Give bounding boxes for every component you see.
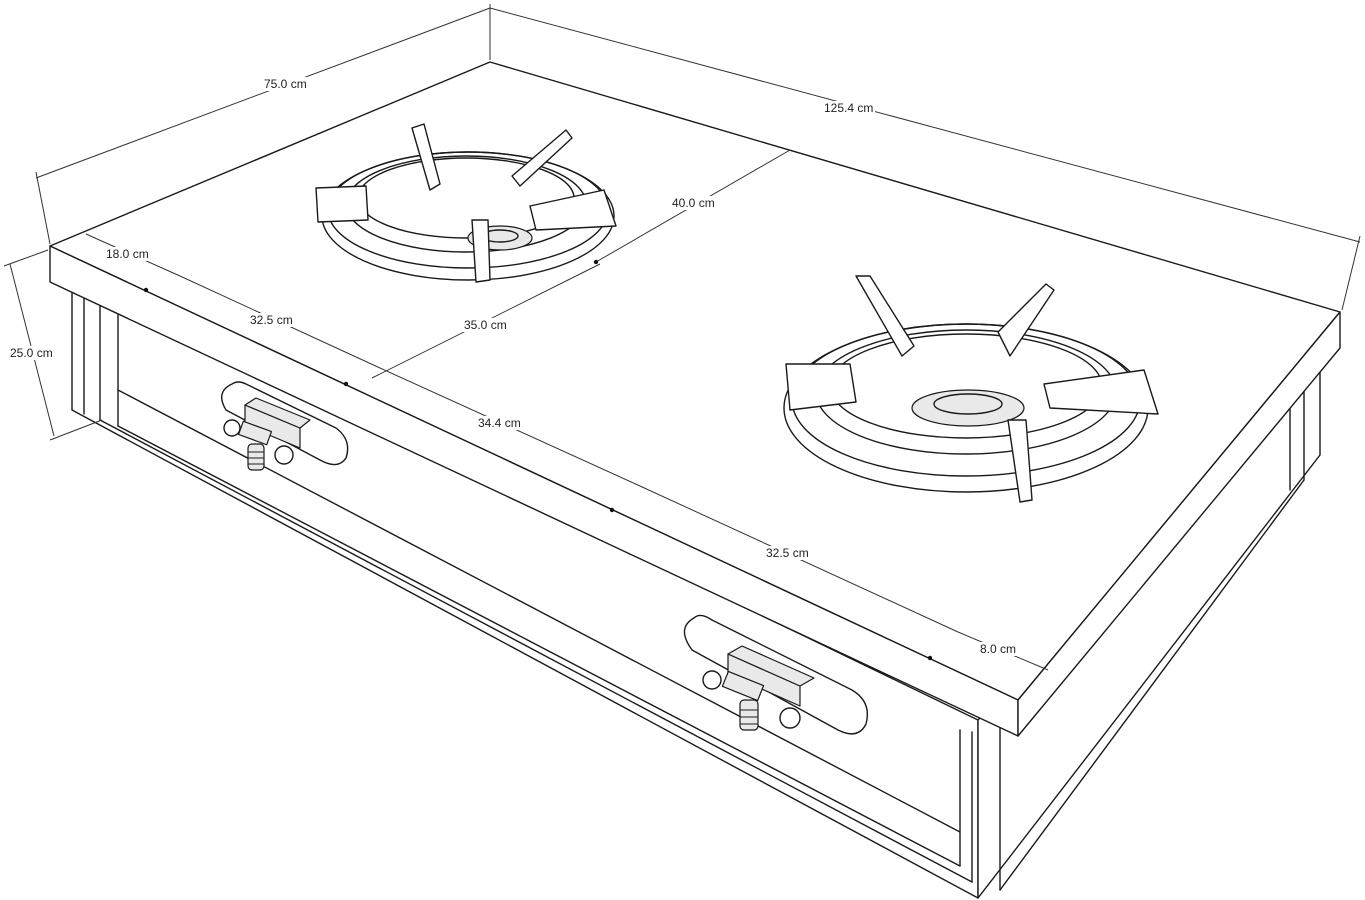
height-dimension-label: 25.0 cm	[8, 346, 55, 360]
right-burner-span-label: 32.5 cm	[764, 546, 811, 560]
burner-gap-label: 34.4 cm	[476, 416, 523, 430]
dimension-markers	[143, 259, 933, 661]
left-burner-span-label: 32.5 cm	[248, 313, 295, 327]
left-edge-offset-label: 18.0 cm	[104, 247, 151, 261]
control-panel-right	[683, 614, 869, 735]
width-dimension-label: 125.4 cm	[822, 101, 876, 115]
back-burner	[315, 123, 617, 283]
front-burner	[783, 275, 1159, 503]
control-panel-left	[220, 381, 349, 471]
depth-dimension-label: 75.0 cm	[262, 77, 309, 91]
dimension-lines	[3, 4, 1361, 671]
burner-spacing-label: 35.0 cm	[462, 318, 509, 332]
burner-back-offset-label: 40.0 cm	[670, 196, 717, 210]
right-edge-offset-label: 8.0 cm	[978, 642, 1019, 656]
